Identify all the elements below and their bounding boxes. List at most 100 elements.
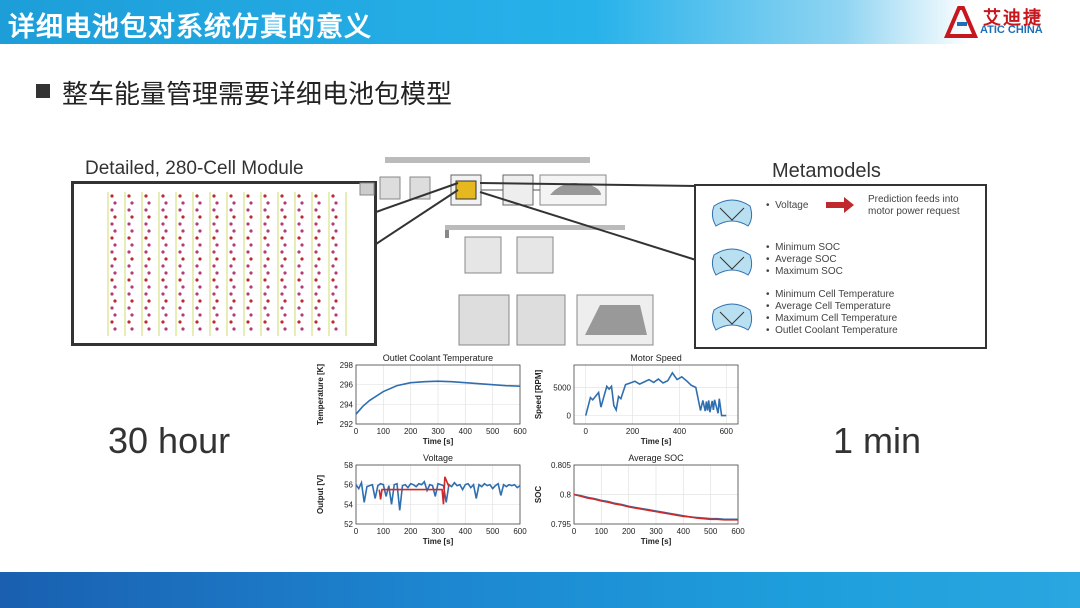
x-tick-label: 400: [459, 527, 473, 536]
plot-frame: [355, 364, 521, 425]
cell-dot: [229, 236, 233, 240]
cell-dot: [266, 271, 270, 275]
cell-dot: [334, 229, 338, 233]
x-axis-label: Time [s]: [423, 537, 454, 546]
cell-dot: [297, 236, 301, 240]
cell-dot: [280, 194, 284, 198]
coolant-block: [464, 236, 502, 274]
cell-dot: [161, 278, 165, 282]
cell-dot: [127, 306, 131, 310]
cell-dot: [195, 194, 199, 198]
cell-dot: [280, 250, 284, 254]
cell-dot: [144, 292, 148, 296]
cell-dot: [181, 299, 185, 303]
cell-dot: [113, 229, 117, 233]
cell-dot: [300, 313, 304, 317]
cell-dot: [280, 292, 284, 296]
cell-dot: [280, 236, 284, 240]
cell-dot: [266, 257, 270, 261]
cell-dot: [314, 208, 318, 212]
bullet-square: [36, 84, 50, 98]
cell-dot: [266, 215, 270, 219]
y-tick-label: 54: [344, 500, 353, 509]
series-line: [378, 476, 450, 505]
y-tick-label: 298: [340, 361, 354, 370]
series-line: [584, 371, 727, 417]
cell-dot: [215, 327, 219, 331]
cell-dot: [334, 243, 338, 247]
cell-dot: [178, 194, 182, 198]
cell-dot: [300, 257, 304, 261]
cell-dot: [195, 236, 199, 240]
cell-dot: [334, 313, 338, 317]
x-tick-label: 300: [431, 427, 445, 436]
cell-dot: [331, 250, 335, 254]
cell-dot: [263, 222, 267, 226]
cell-dot: [147, 215, 151, 219]
cell-dot: [198, 271, 202, 275]
cell-dot: [300, 299, 304, 303]
cell-dot: [113, 243, 117, 247]
x-tick-label: 200: [626, 427, 640, 436]
cell-dot: [246, 264, 250, 268]
cell-dot: [130, 313, 134, 317]
cell-dot: [195, 264, 199, 268]
cell-dot: [246, 194, 250, 198]
x-tick-label: 300: [649, 527, 663, 536]
cell-dot: [178, 222, 182, 226]
cell-dot: [331, 292, 335, 296]
cell-dot: [232, 243, 236, 247]
cell-dot: [263, 306, 267, 310]
cell-dot: [144, 208, 148, 212]
series-line: [573, 493, 738, 521]
cell-dot: [127, 320, 131, 324]
cell-dot: [317, 243, 321, 247]
cell-dot: [249, 299, 253, 303]
logo-text-cn: 艾迪捷: [983, 8, 1043, 29]
cell-dot: [280, 222, 284, 226]
cell-dot: [249, 215, 253, 219]
series-line: [355, 380, 521, 415]
cell-dot: [334, 215, 338, 219]
cell-dot: [314, 264, 318, 268]
cell-dot: [215, 257, 219, 261]
cell-dot: [317, 327, 321, 331]
right-arrow-icon: [826, 197, 854, 213]
x-axis-label: Time [s]: [641, 537, 672, 546]
cell-dot: [297, 222, 301, 226]
cell-dot: [229, 292, 233, 296]
cell-dot: [110, 208, 114, 212]
cell-dot: [212, 292, 216, 296]
cell-dot: [113, 313, 117, 317]
cell-dot: [147, 243, 151, 247]
cell-dot: [215, 201, 219, 205]
cell-dot: [178, 208, 182, 212]
cell-dot: [246, 306, 250, 310]
cell-dot: [280, 320, 284, 324]
cell-dot: [161, 292, 165, 296]
cell-module-diagram: [71, 181, 377, 346]
x-tick-label: 200: [622, 527, 636, 536]
cell-dot: [263, 250, 267, 254]
y-tick-label: 0.805: [551, 461, 572, 470]
cell-dot: [130, 327, 134, 331]
cell-dot: [127, 236, 131, 240]
cell-dot: [246, 208, 250, 212]
cell-dot: [113, 257, 117, 261]
cell-dot: [147, 327, 151, 331]
y-axis-label: Temperature [K]: [316, 364, 325, 426]
cell-dot: [181, 313, 185, 317]
cell-dot: [280, 278, 284, 282]
y-tick-label: 294: [340, 400, 354, 409]
x-tick-label: 0: [583, 427, 588, 436]
cell-dot: [164, 201, 168, 205]
cell-dot: [314, 292, 318, 296]
cell-dot: [229, 320, 233, 324]
cell-dot: [195, 306, 199, 310]
cell-dot: [198, 229, 202, 233]
cell-dot: [212, 278, 216, 282]
cell-dot: [212, 306, 216, 310]
cell-dot: [113, 299, 117, 303]
cell-dot: [297, 278, 301, 282]
cell-dot: [113, 215, 117, 219]
